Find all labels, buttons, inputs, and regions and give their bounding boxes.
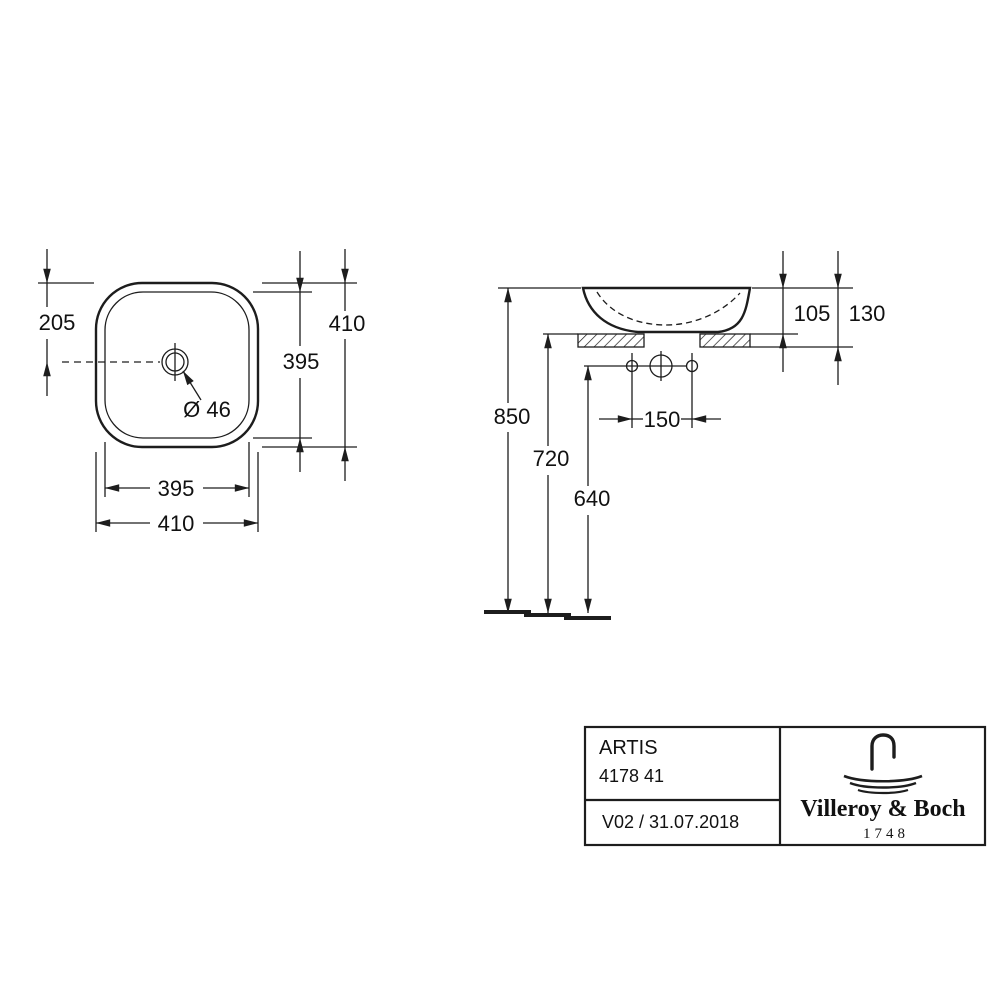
bowl-inner-dashed-line — [596, 291, 741, 326]
article-number: 4178 41 — [599, 766, 664, 786]
dim-label-640: 640 — [574, 486, 611, 511]
title-block-border — [583, 725, 987, 847]
dim-label-205: 205 — [39, 310, 76, 335]
dim-label-410-width: 410 — [158, 511, 195, 536]
floor-reference-marks — [484, 610, 611, 620]
dim-counter-to-floor: 720 — [533, 333, 570, 614]
basin-side-view — [498, 286, 853, 428]
basin-inner-rim — [104, 291, 250, 439]
dim-inner-width: 395 — [104, 442, 250, 501]
dim-label-850: 850 — [494, 404, 531, 429]
dim-height-above-counter: 105 — [779, 251, 831, 372]
basin-top-view: Ø 46 — [62, 281, 260, 449]
brand-name: Villeroy & Boch — [800, 796, 965, 822]
countertop-hatch-right — [699, 333, 751, 348]
villeroy-boch-fountain-icon — [843, 733, 923, 795]
dim-inner-height: 395 — [253, 251, 319, 472]
countertop-hatch-left — [577, 333, 645, 348]
dim-outer-height: 410 — [262, 249, 365, 481]
revision-date: V02 / 31.07.2018 — [602, 812, 739, 832]
dim-rim-to-floor: 850 — [494, 287, 531, 614]
dim-total-height: 130 — [834, 251, 886, 385]
drain-inner-circle — [165, 352, 185, 372]
product-name: ARTIS — [599, 737, 658, 759]
dim-holes-to-floor: 640 — [574, 365, 611, 614]
brand-year: 1748 — [863, 826, 909, 842]
logo-wave-3 — [857, 788, 909, 795]
logo-hook — [870, 733, 896, 771]
dim-label-105: 105 — [794, 301, 831, 326]
dim-label-150: 150 — [644, 407, 681, 432]
drain-diameter-label: Ø 46 — [183, 397, 231, 422]
drain-leader-line — [182, 370, 202, 401]
dim-label-130: 130 — [849, 301, 886, 326]
drain-outer-circle — [161, 348, 189, 376]
dim-outer-width: 410 — [95, 452, 259, 536]
logo-wave-1 — [843, 774, 923, 783]
dim-center-offset: 205 — [38, 249, 94, 396]
bowl-profile — [581, 286, 752, 334]
dim-hole-spacing: 150 — [599, 407, 721, 432]
basin-outer-outline — [94, 281, 260, 449]
dim-label-395-width: 395 — [158, 476, 195, 501]
dim-label-720: 720 — [533, 446, 570, 471]
dim-label-395-height: 395 — [283, 349, 320, 374]
title-block: ARTIS 4178 41 V02 / 31.07.2018 Villeroy … — [583, 725, 987, 847]
dim-label-410-height: 410 — [329, 311, 366, 336]
logo-wave-2 — [849, 781, 917, 789]
